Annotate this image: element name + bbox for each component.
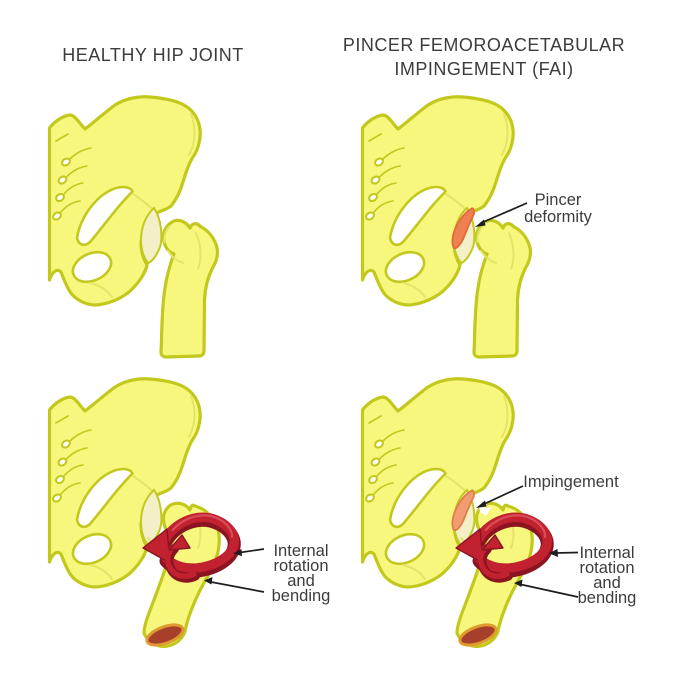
rotation-left-label-line2: rotation — [273, 557, 328, 575]
right-column-title-line2: IMPINGEMENT (FAI) — [394, 59, 573, 79]
annotation-rotation-left: Internal rotation and bending — [204, 542, 330, 605]
rotation-right-label-line2: rotation — [579, 559, 634, 577]
leader-line — [481, 485, 524, 506]
leader-arrowhead — [233, 549, 242, 556]
pincer-deformity-label-line1: Pincer — [535, 191, 582, 209]
rotation-left-label-line4: bending — [272, 587, 331, 605]
leader-arrowhead — [514, 579, 523, 587]
leader-line — [555, 551, 579, 554]
rotation-right-label-line1: Internal — [579, 544, 634, 562]
pincer-deformity-label-line2: deformity — [524, 208, 593, 226]
leader-line — [239, 548, 265, 554]
leader-arrowhead — [475, 219, 486, 227]
rotation-right-label-line4: bending — [578, 589, 637, 607]
rotation-left-label-line1: Internal — [273, 542, 328, 560]
leader-line — [210, 581, 265, 593]
annotation-rotation-right: Internal rotation and bending — [514, 544, 636, 607]
rotation-left-label-line3: and — [287, 572, 315, 590]
leader-arrowhead — [204, 577, 213, 585]
left-column-title: HEALTHY HIP JOINT — [62, 45, 244, 65]
leader-arrowhead — [549, 549, 558, 557]
right-column-title-line1: PINCER FEMOROACETABULAR — [343, 35, 625, 55]
rotation-right-label-line3: and — [593, 574, 621, 592]
annotation-pincer-deformity: Pincer deformity — [475, 191, 593, 227]
leader-arrowhead — [476, 500, 487, 508]
annotation-impingement: Impingement — [476, 473, 619, 508]
leader-line — [480, 202, 528, 224]
impingement-label: Impingement — [523, 473, 619, 491]
leader-line — [520, 583, 579, 598]
